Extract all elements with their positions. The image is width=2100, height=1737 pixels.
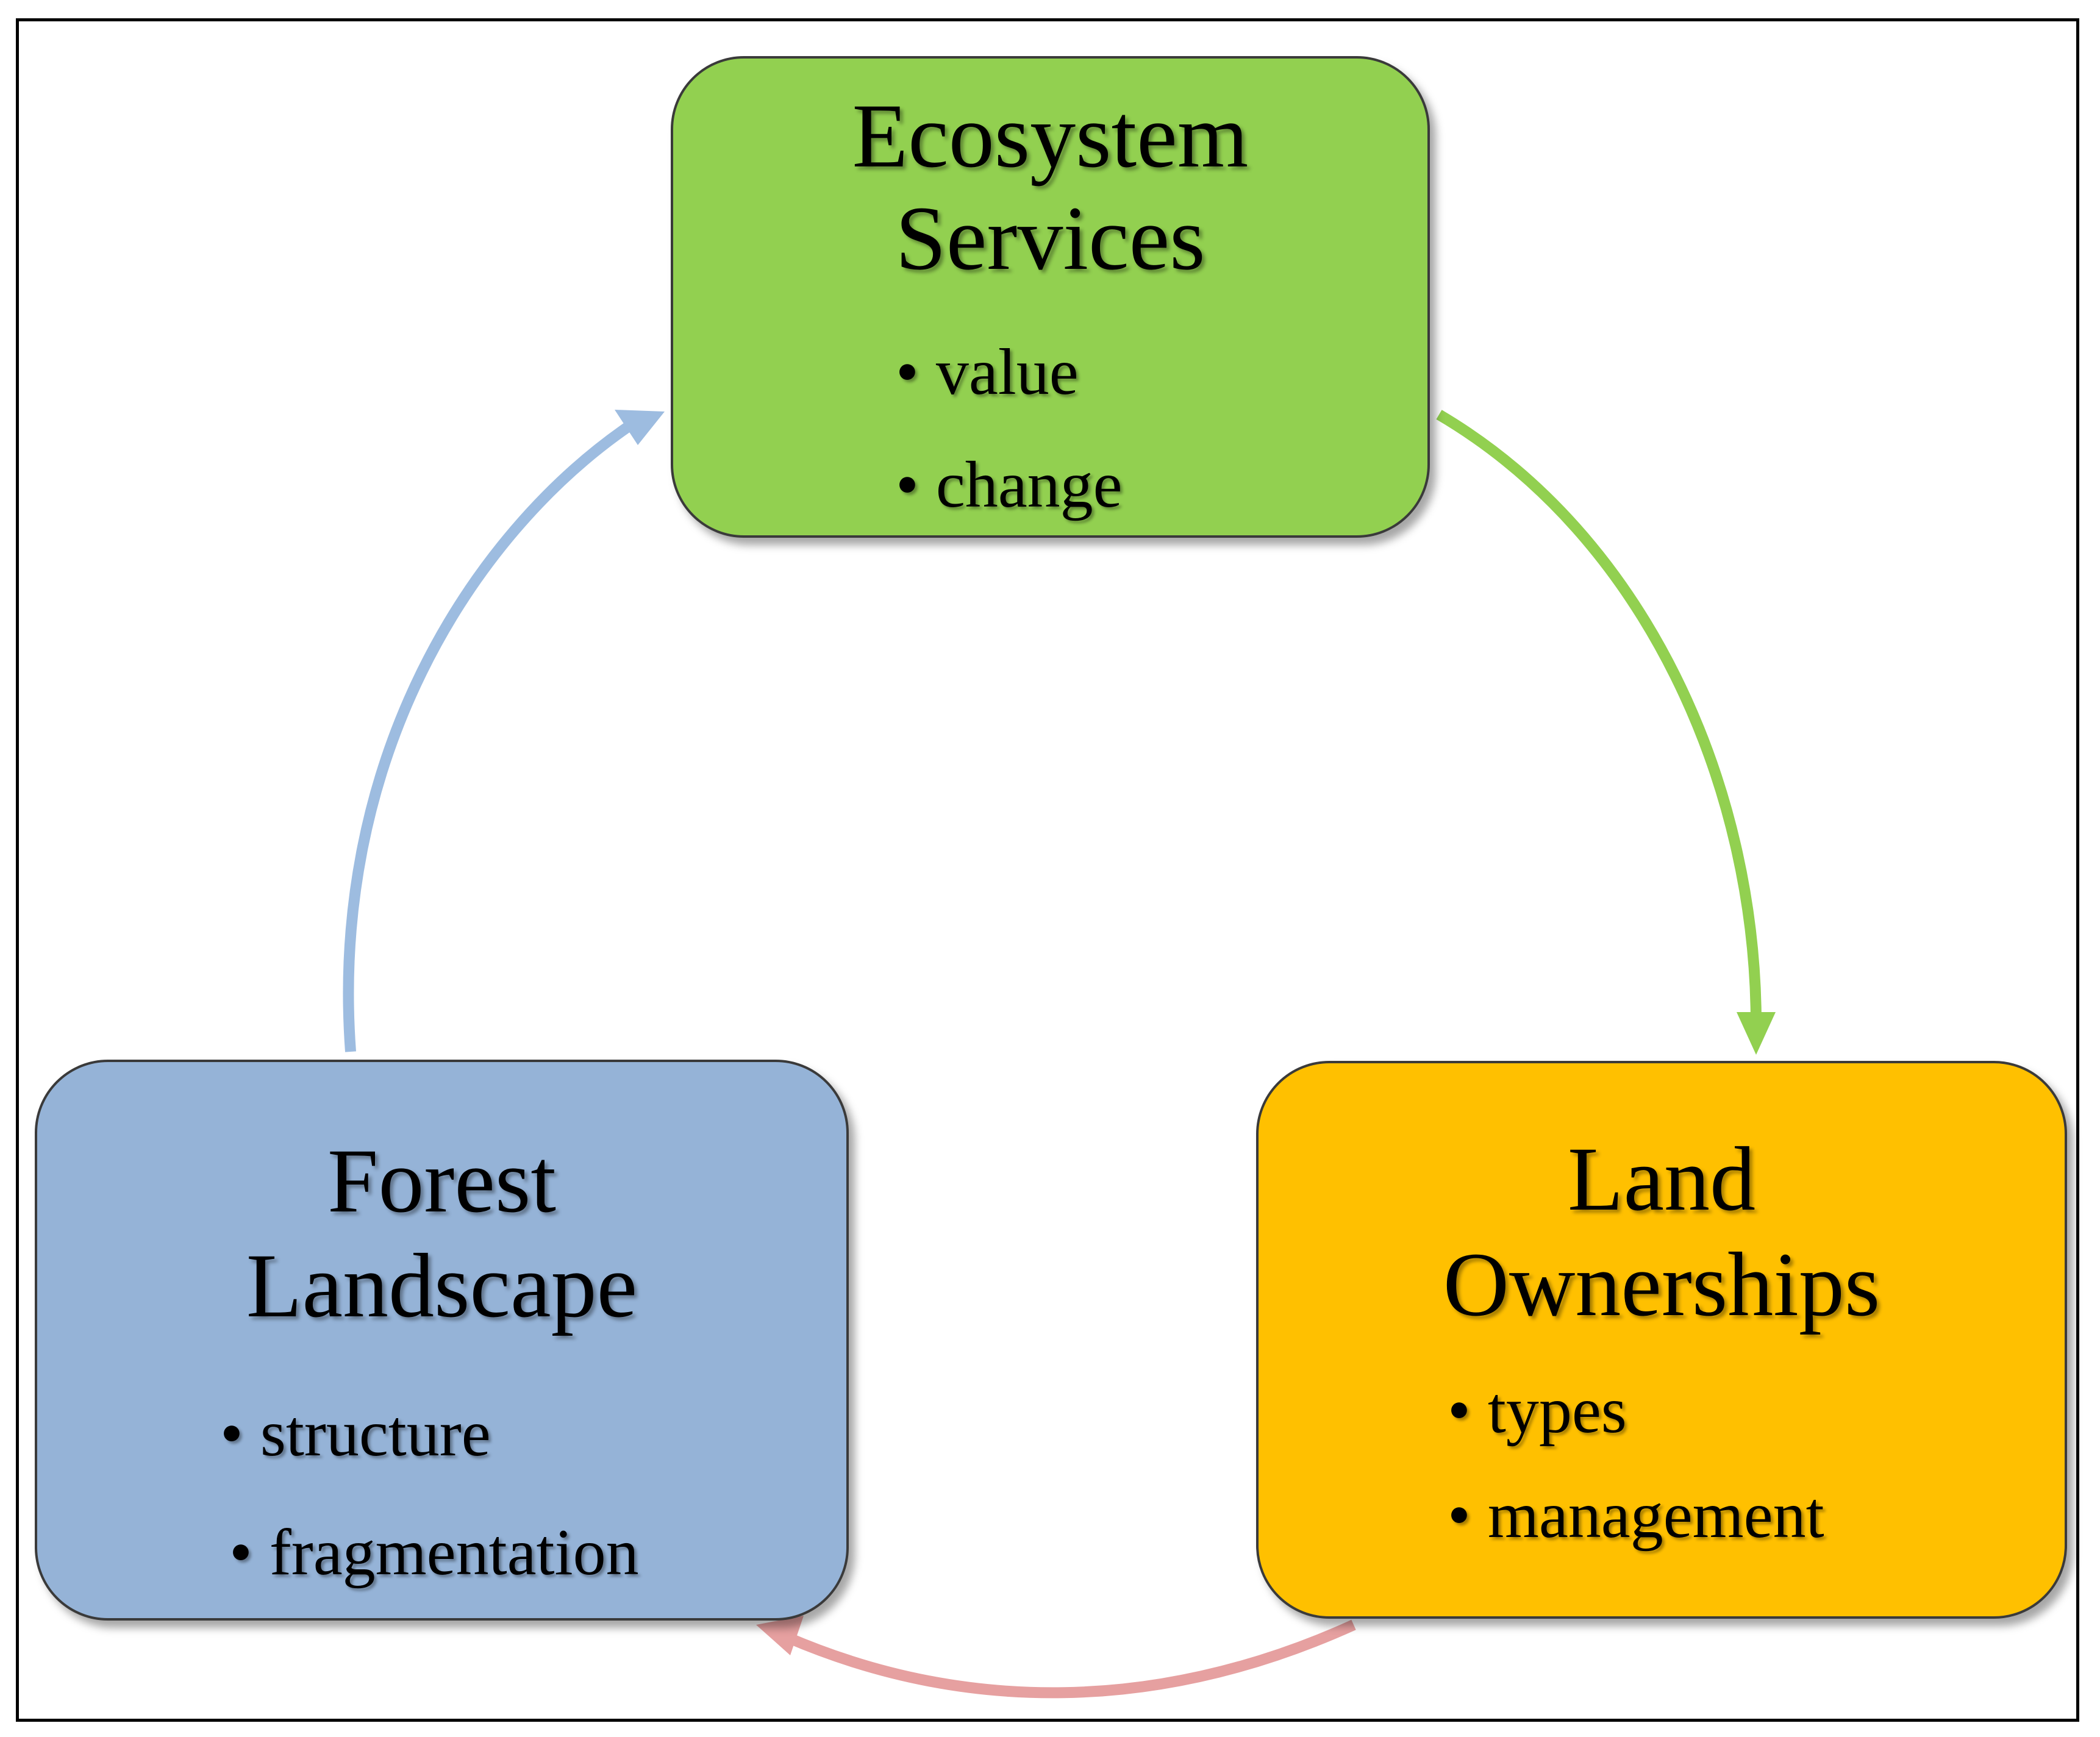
node-item: •value — [896, 336, 1079, 409]
node-land-ownerships: Land Ownerships •types •management — [1256, 1061, 2067, 1619]
item-label: management — [1487, 1479, 1824, 1552]
node-item: •structure — [220, 1397, 491, 1471]
bullet-glyph: • — [896, 336, 919, 408]
node-item: •management — [1448, 1479, 1824, 1552]
node-item: •change — [896, 449, 1123, 522]
bullet-glyph: • — [896, 449, 919, 521]
item-label: types — [1487, 1374, 1627, 1447]
node-item: •types — [1448, 1374, 1627, 1447]
bullet-glyph: • — [1448, 1374, 1471, 1447]
node-title-line1: Land — [1567, 1129, 1756, 1230]
node-forest-landscape: Forest Landscape •structure •fragmentati… — [35, 1060, 849, 1621]
arrowhead-ecosystem-to-ownership — [1737, 1012, 1776, 1055]
bullet-glyph: • — [1448, 1479, 1471, 1552]
item-label: fragmentation — [269, 1516, 639, 1589]
node-title-line2: Services — [895, 188, 1205, 289]
arrow-ownership-to-forest — [784, 1619, 1356, 1699]
node-title-line1: Forest — [327, 1130, 556, 1232]
item-label: change — [935, 449, 1123, 521]
arrow-forest-to-ecosystem — [343, 422, 632, 1052]
arrow-ecosystem-to-ownership — [1436, 410, 1762, 1025]
node-title-line1: Ecosystem — [852, 85, 1249, 187]
arrowhead-ownership-to-forest — [756, 1616, 804, 1655]
bullet-glyph: • — [220, 1397, 243, 1470]
arrowhead-forest-to-ecosystem — [615, 410, 665, 445]
node-title-line2: Ownerships — [1443, 1234, 1880, 1335]
item-label: value — [935, 336, 1079, 408]
node-title-line2: Landscape — [246, 1235, 638, 1336]
item-label: structure — [260, 1397, 491, 1470]
node-ecosystem-services: Ecosystem Services •value •change — [671, 56, 1430, 538]
bullet-glyph: • — [229, 1516, 252, 1589]
node-item: •fragmentation — [229, 1516, 639, 1589]
